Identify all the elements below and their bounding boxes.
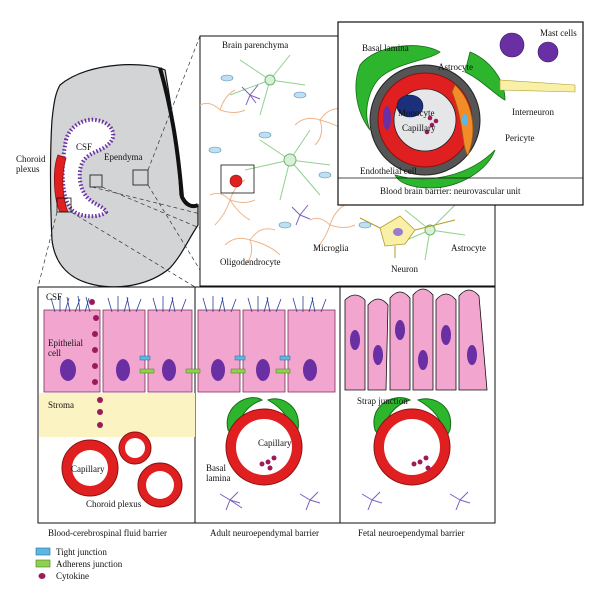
mast-cells <box>499 32 559 63</box>
fetal-capillary <box>373 397 452 486</box>
zoom-box-ependyma <box>89 174 103 188</box>
label-choroid-plexus-left: Choroid plexus <box>16 154 46 174</box>
label-ependyma: Ependyma <box>104 152 143 162</box>
label-csf-top: CSF <box>76 142 93 152</box>
caption-adult: Adult neuroependymal barrier <box>210 528 319 538</box>
nvu-astrocyte-bottom <box>394 149 496 189</box>
parenchyma-oligodendrocytes <box>199 89 356 266</box>
zoom-box-parenchyma <box>132 169 149 186</box>
label-capillary-mid: Capillary <box>258 438 292 448</box>
legend-adherens-junction-swatch <box>35 559 51 568</box>
legend-tight-junction: Tight junction <box>56 547 107 557</box>
label-astrocyte-top: Astrocyte <box>438 62 473 72</box>
label-endothelial-cell: Endothelial cell <box>360 166 417 176</box>
stroma <box>39 393 195 437</box>
label-monocyte: Monocyte <box>398 108 435 118</box>
legend-tight-junction-swatch <box>35 547 51 556</box>
label-csf-bottom: CSF <box>46 292 63 302</box>
label-mast-cells: Mast cells <box>540 28 577 38</box>
label-strap-junction: Strap junction <box>357 396 408 406</box>
zoom-box-left <box>56 197 72 213</box>
adult-capillary <box>225 397 303 486</box>
tight-junctions <box>139 355 291 361</box>
nvu-astrocyte-right <box>464 51 506 101</box>
label-bbb-caption: Blood brain barrier: neurovascular unit <box>380 186 521 196</box>
label-epithelial-cell: Epithelial cell <box>48 338 83 358</box>
bottom-microglia <box>219 491 471 511</box>
parenchyma-microglia <box>241 84 311 226</box>
epithelial-cells <box>43 309 336 393</box>
label-interneuron: Interneuron <box>512 107 554 117</box>
brain-outer-edge <box>158 67 199 209</box>
bcsfb-capillaries <box>61 431 183 508</box>
label-brain-parenchyma: Brain parenchyma <box>222 40 289 50</box>
label-oligodendrocyte: Oligodendrocyte <box>220 257 281 267</box>
legend-cytokine-swatch <box>38 573 46 579</box>
caption-bcsfb: Blood-cerebrospinal fluid barrier <box>48 528 167 538</box>
adherens-junctions <box>139 368 291 374</box>
epithelial-nuclei <box>60 359 317 381</box>
label-neuron: Neuron <box>391 264 418 274</box>
label-stroma: Stroma <box>48 400 74 410</box>
legend-adherens-junction: Adherens junction <box>56 559 123 569</box>
parenchyma-small-cells <box>208 74 372 229</box>
label-basal-lamina-mid: Basal lamina <box>206 463 231 483</box>
nvu-astrocyte-left <box>355 45 441 131</box>
label-astrocyte-right: Astrocyte <box>451 243 486 253</box>
cilia <box>50 295 327 313</box>
label-basal-lamina-top: Basal lamina <box>362 43 409 53</box>
label-microglia: Microglia <box>313 243 349 253</box>
label-capillary-left: Capillary <box>71 464 105 474</box>
legend-cytokine: Cytokine <box>56 571 89 581</box>
parenchyma-zoom-box <box>220 164 255 194</box>
nvu-monocyte <box>396 94 424 118</box>
label-pericyte: Pericyte <box>505 133 535 143</box>
caption-fetal: Fetal neuroependymal barrier <box>358 528 465 538</box>
label-capillary-top: Capillary <box>402 123 436 133</box>
parenchyma-vessel <box>229 174 243 188</box>
ventricle <box>60 117 116 219</box>
cytokines-bcsfb <box>89 299 103 428</box>
nvu-interneuron-axon <box>499 79 576 93</box>
parenchyma-astrocytes <box>229 54 466 261</box>
label-choroid-plexus-bottom: Choroid plexus <box>86 499 142 509</box>
